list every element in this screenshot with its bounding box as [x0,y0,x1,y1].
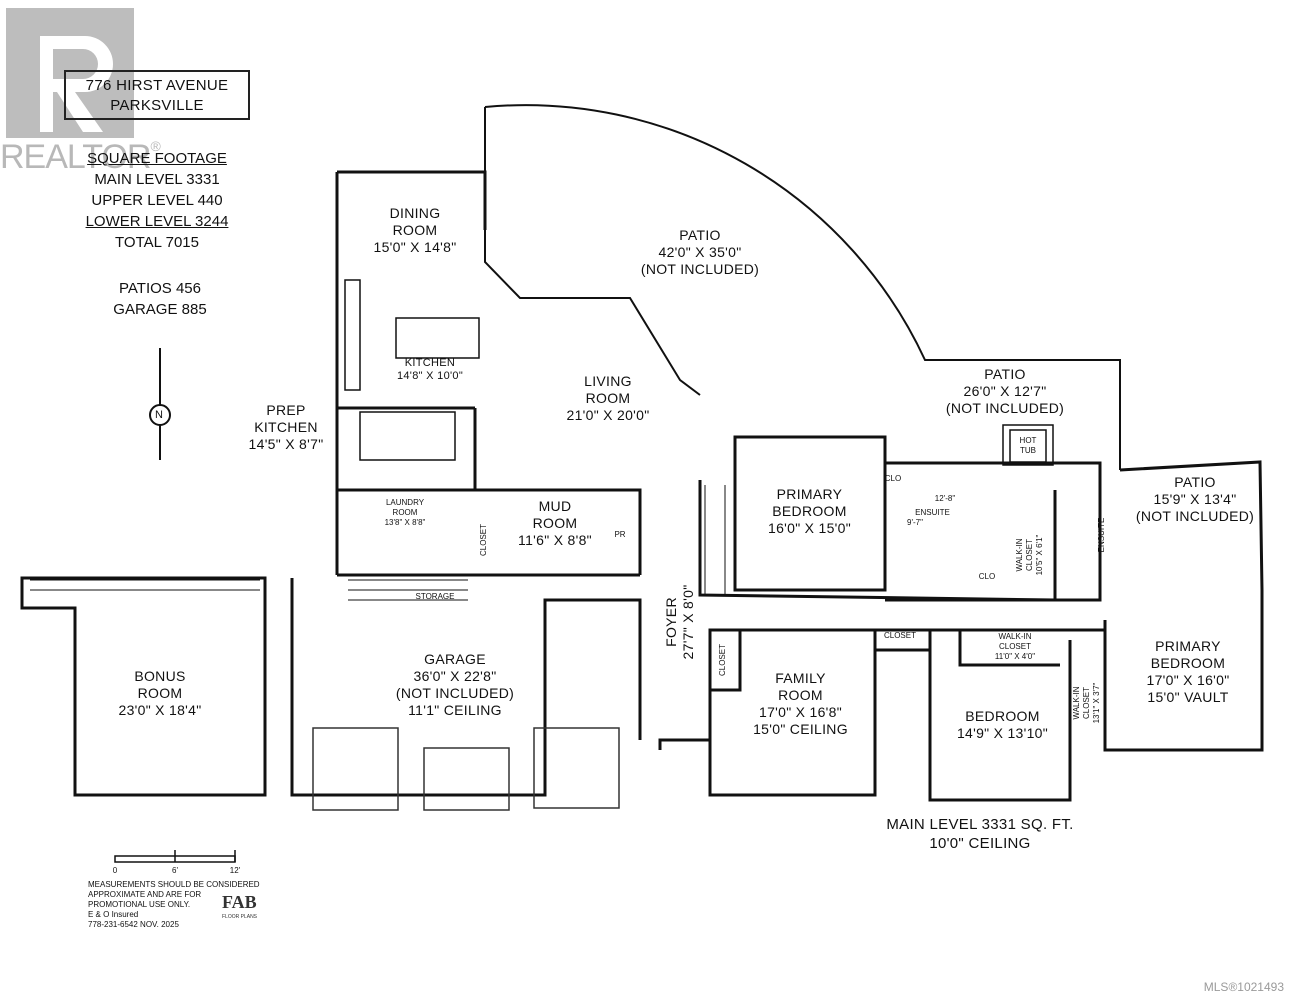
powder-room-label: PR [614,530,626,539]
garage-sqft: GARAGE 885 [113,301,207,318]
foyer-label: FOYER 27'7" X 8'0" [663,584,696,660]
main-level-sqft: MAIN LEVEL 3331 [94,171,220,188]
closet-laundry: CLOSET [479,524,488,557]
scale-tick-6: 6' [172,866,178,875]
ensuite-1-dim-a: 12'-8" [934,494,956,503]
bonus-room-label: BONUS ROOM 23'0" X 18'4" [118,668,202,718]
mls-number: MLS®1021493 [1203,980,1284,994]
patio-main-outline [484,104,1121,470]
main-level-summary: MAIN LEVEL 3331 SQ. FT. 10'0" CEILING [886,816,1074,852]
wall-bonus [20,576,267,797]
closet-clo-2: CLO [978,572,996,581]
lower-level-sqft: LOWER LEVEL 3244 [85,213,229,230]
realtor-wordmark: REALTOR® [0,138,161,176]
ensuite-1-dim-b: 9'-7" [907,518,923,527]
north-arrow [149,348,171,460]
address-line-2: PARKSVILLE [110,97,204,114]
closet-clo-1: CLO [884,474,902,483]
dining-room-label: DINING ROOM 15'0" X 14'8" [373,205,457,255]
kitchen-label: KITCHEN 14'8" X 10'0" [396,357,464,382]
fab-logo: FAB [222,892,257,912]
address-box: 776 HIRST AVENUE PARKSVILLE [64,70,250,120]
walk-in-closet-2-label: WALK-IN CLOSET 11'0" X 4'0" [994,632,1036,661]
walk-in-closet-1-label: WALK-IN CLOSET 10'5" X 6'1" [1015,534,1044,576]
address-line-1: 776 HIRST AVENUE [85,77,229,94]
scale-tick-0: 0 [112,866,118,875]
storage-label: STORAGE [415,592,455,601]
patio-main-left [484,107,701,396]
patios-sqft: PATIOS 456 [119,280,201,297]
wall-dining [337,170,487,230]
square-footage-table: SQUARE FOOTAGE MAIN LEVEL 3331 UPPER LEV… [62,148,252,253]
scale-tick-12: 12' [229,866,241,875]
total-sqft: TOTAL 7015 [115,234,199,251]
laundry-room-label: LAUNDRY ROOM 13'8" X 8'8" [384,498,426,527]
north-label: N [155,409,164,421]
disclaimer: MEASUREMENTS SHOULD BE CONSIDERED APPROX… [88,880,260,929]
closet-foyer: CLOSET [718,644,727,677]
patio-east-label: PATIO 26'0" X 12'7" (NOT INCLUDED) [945,366,1065,416]
scale-bar [114,850,236,863]
extras-list: PATIOS 456 GARAGE 885 [80,278,240,320]
realtor-logo [6,8,134,138]
bedroom-label: BEDROOM 14'9" X 13'10" [956,708,1049,741]
walk-in-closet-3-label: WALK-IN CLOSET 13'1" X 3'7" [1072,682,1101,724]
wall-primary-1 [733,435,887,592]
patio-main-label: PATIO 42'0" X 35'0" (NOT INCLUDED) [640,227,760,277]
fab-logo-sub: FLOOR PLANS [222,914,258,920]
hot-tub-label: HOT TUB [1019,436,1037,455]
prep-kitchen-label: PREP KITCHEN 14'5" X 8'7" [248,402,324,452]
primary-bedroom-1-label: PRIMARY BEDROOM 16'0" X 15'0" [767,486,852,536]
ensuite-1-label: ENSUITE [915,508,950,517]
patio-ne-label: PATIO 15'9" X 13'4" (NOT INCLUDED) [1135,474,1255,524]
family-room-label: FAMILY ROOM 17'0" X 16'8" 15'0" CEILING [753,670,848,737]
primary-bedroom-2-label: PRIMARY BEDROOM 17'0" X 16'0" 15'0" VAUL… [1146,638,1230,705]
upper-level-sqft: UPPER LEVEL 440 [91,192,223,209]
garage-label: GARAGE 36'0" X 22'8" (NOT INCLUDED) 11'1… [395,651,515,718]
ensuite-2-label: ENSUITE [1097,517,1106,553]
living-room-label: LIVING ROOM 21'0" X 20'0" [566,373,650,423]
closet-hall: CLOSET [883,631,916,640]
square-footage-heading: SQUARE FOOTAGE [87,150,227,167]
mud-room-label: MUD ROOM 11'6" X 8'8" [518,498,592,548]
wall-garage [290,578,642,797]
